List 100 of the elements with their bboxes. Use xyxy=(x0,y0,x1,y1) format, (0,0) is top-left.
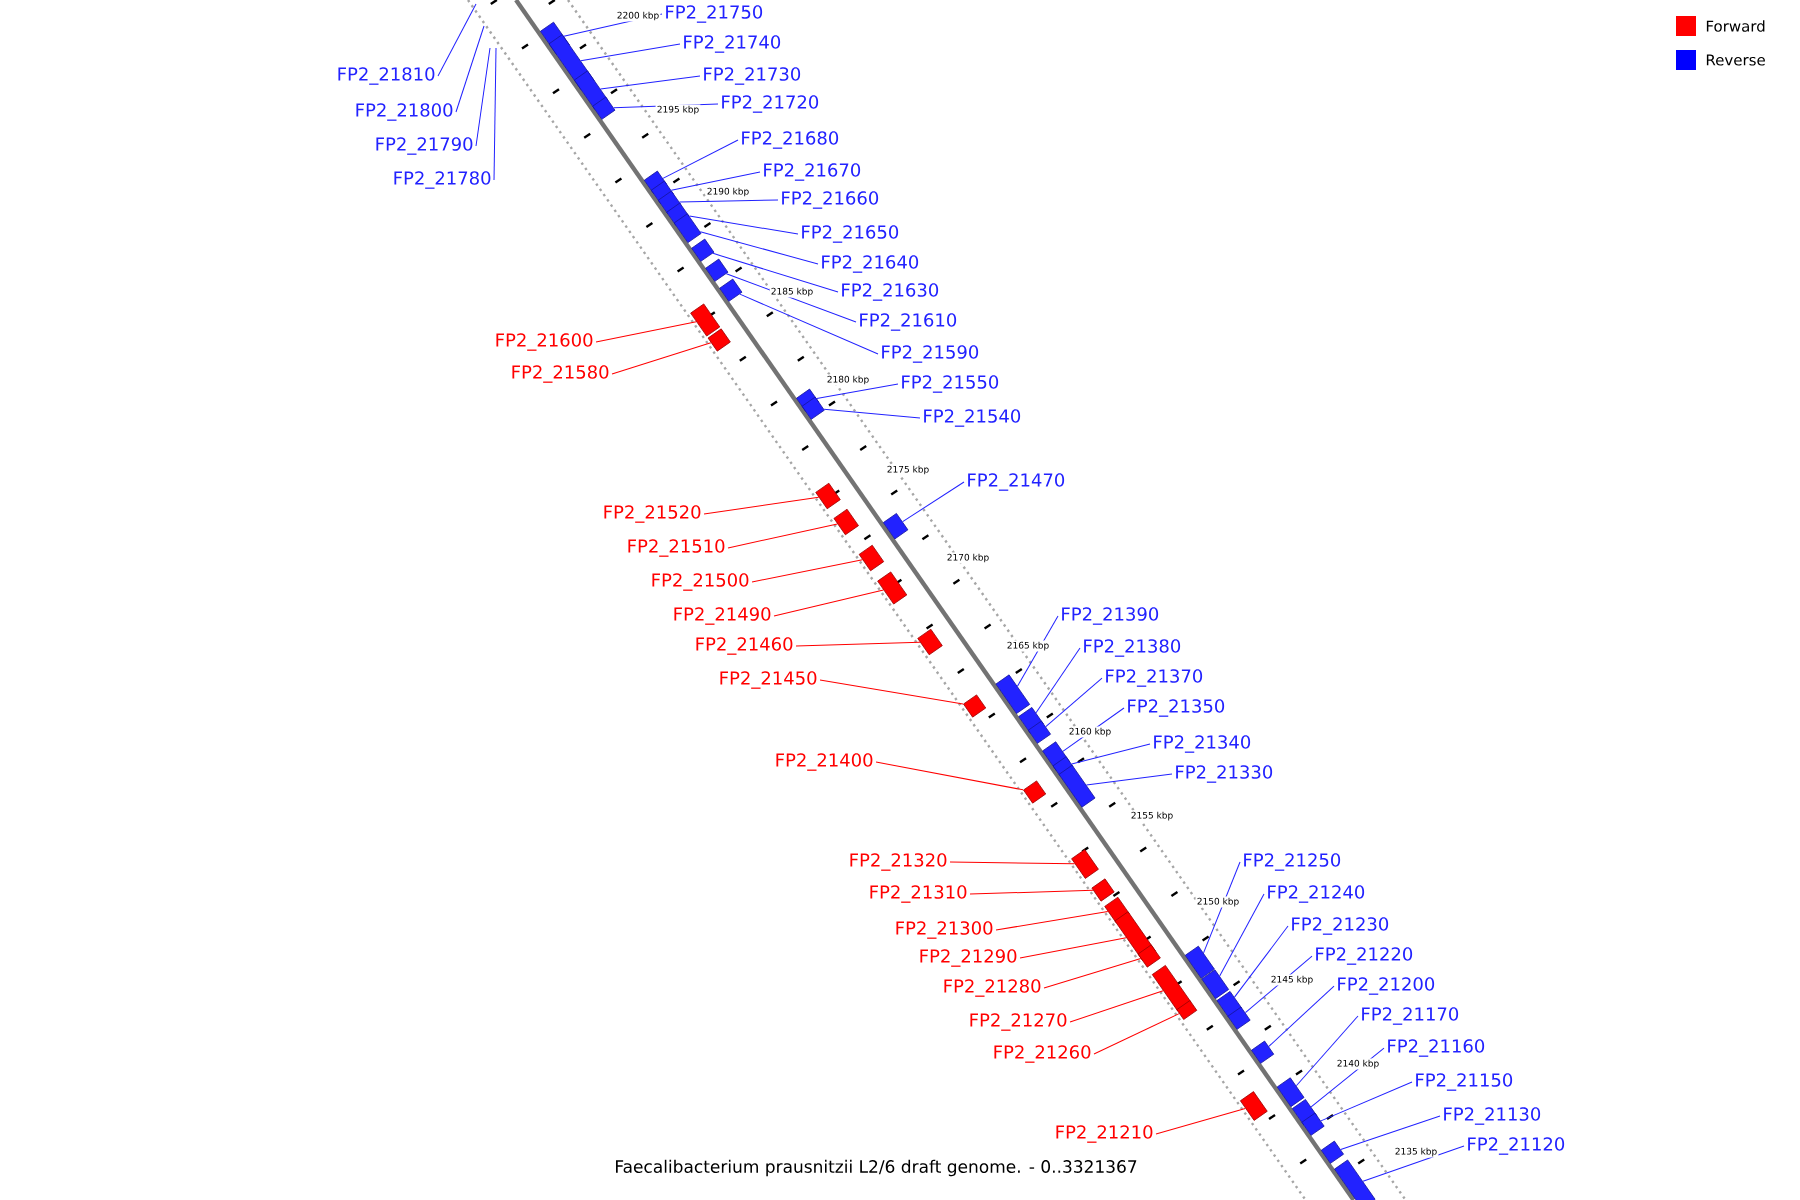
gene-label: FP2_21220 xyxy=(1316,947,1413,965)
caption: Faecalibacterium prausnitzii L2/6 draft genome. - 0..3321367 xyxy=(612,1157,1140,1179)
leader-line xyxy=(670,171,761,191)
gene-block xyxy=(1071,849,1099,879)
leader-line xyxy=(819,679,964,705)
gene-label: FP2_21130 xyxy=(1444,1107,1541,1125)
gene-block xyxy=(1027,720,1051,744)
leader-line xyxy=(725,273,857,323)
gene-label: FP2_21520 xyxy=(604,505,701,523)
leader-line xyxy=(580,43,681,62)
leader-line xyxy=(739,293,879,355)
leader-line xyxy=(902,481,965,523)
gene-block xyxy=(815,482,841,510)
gene-label: FP2_21280 xyxy=(944,979,1041,997)
leader-line xyxy=(1219,893,1265,977)
leader-line xyxy=(1085,773,1173,786)
gene-label: FP2_21500 xyxy=(652,573,749,591)
leader-line xyxy=(595,321,697,343)
leader-line xyxy=(475,47,491,147)
gene-label: FP2_21720 xyxy=(722,95,819,113)
gene-block xyxy=(1227,1006,1251,1030)
gene-block xyxy=(1216,991,1242,1018)
leader-line xyxy=(1069,990,1164,1023)
leader-line xyxy=(1234,925,1289,998)
leader-line xyxy=(727,523,838,549)
gene-label: FP2_21210 xyxy=(1056,1125,1153,1143)
leader-line xyxy=(600,75,701,90)
gene-label: FP2_21340 xyxy=(1154,735,1251,753)
gene-label: FP2_21550 xyxy=(902,375,999,393)
leader-line xyxy=(703,496,820,515)
gene-label: FP2_21290 xyxy=(920,949,1017,967)
gene-label: FP2_21580 xyxy=(512,365,609,383)
leader-line xyxy=(563,13,663,37)
gene-label: FP2_21680 xyxy=(742,131,839,149)
gene-block xyxy=(1184,945,1215,979)
gene-label: FP2_21640 xyxy=(822,255,919,273)
gene-label: FP2_21750 xyxy=(666,5,763,23)
gene-block xyxy=(877,571,908,605)
leader-line xyxy=(699,231,819,265)
leader-line xyxy=(875,761,1024,791)
leader-line xyxy=(437,3,477,77)
gene-label: FP2_21250 xyxy=(1244,853,1341,871)
leader-line xyxy=(969,889,1094,895)
gene-label: FP2_21230 xyxy=(1292,917,1389,935)
gene-label: FP2_21330 xyxy=(1176,765,1273,783)
gene-block xyxy=(963,694,987,718)
gene-label: FP2_21320 xyxy=(850,853,947,871)
leader-line xyxy=(995,911,1109,931)
gene-block xyxy=(882,513,909,540)
gene-label: FP2_21350 xyxy=(1128,699,1225,717)
gene-block xyxy=(719,278,743,302)
gene-block xyxy=(673,213,702,243)
gene-block xyxy=(1023,780,1047,804)
leader-line xyxy=(1268,985,1335,1047)
leader-line xyxy=(712,252,839,293)
gene-label: FP2_21590 xyxy=(882,345,979,363)
leader-line xyxy=(688,215,799,235)
leader-line xyxy=(493,47,497,181)
gene-label: FP2_21240 xyxy=(1268,885,1365,903)
gene-label: FP2_21740 xyxy=(684,35,781,53)
gene-block xyxy=(1091,878,1115,902)
leader-line xyxy=(1244,955,1313,1014)
gene-block xyxy=(1176,1000,1198,1020)
gene-label: FP2_21160 xyxy=(1388,1039,1485,1057)
gene-block xyxy=(1201,969,1230,1000)
gene-label: FP2_21260 xyxy=(994,1045,1091,1063)
gene-block xyxy=(707,328,731,352)
leader-line xyxy=(1340,1115,1441,1150)
gene-label: FP2_21780 xyxy=(394,171,491,189)
leader-line xyxy=(455,25,485,113)
gene-block xyxy=(995,674,1031,714)
gene-block xyxy=(691,238,715,262)
leader-line xyxy=(773,589,884,617)
gene-block xyxy=(1151,965,1191,1012)
gene-block xyxy=(705,258,729,282)
gene-label: FP2_21510 xyxy=(628,539,725,557)
gene-label: FP2_21630 xyxy=(842,283,939,301)
leader-line xyxy=(795,641,921,647)
gene-block xyxy=(1240,1091,1268,1121)
gene-label: FP2_21380 xyxy=(1084,639,1181,657)
gene-label: FP2_21400 xyxy=(776,753,873,771)
leader-line xyxy=(1016,615,1059,687)
gene-block xyxy=(801,396,825,420)
leader-line xyxy=(816,383,899,400)
gene-label: FP2_21800 xyxy=(356,103,453,121)
gene-block xyxy=(1058,764,1096,808)
gene-block xyxy=(592,96,616,120)
gene-block xyxy=(1320,1140,1344,1164)
gene-label: FP2_21670 xyxy=(764,163,861,181)
gene-label: FP2_21660 xyxy=(782,191,879,209)
gene-label: FP2_21300 xyxy=(896,921,993,939)
leader-line xyxy=(1320,1081,1413,1122)
gene-label: FP2_21730 xyxy=(704,67,801,85)
leader-line xyxy=(1045,677,1103,728)
leader-line xyxy=(679,199,779,203)
leader-line xyxy=(1295,1015,1359,1087)
gene-label: FP2_21270 xyxy=(970,1013,1067,1031)
gene-label: FP2_21600 xyxy=(496,333,593,351)
leader-line xyxy=(1019,937,1127,959)
gene-label: FP2_21610 xyxy=(860,313,957,331)
